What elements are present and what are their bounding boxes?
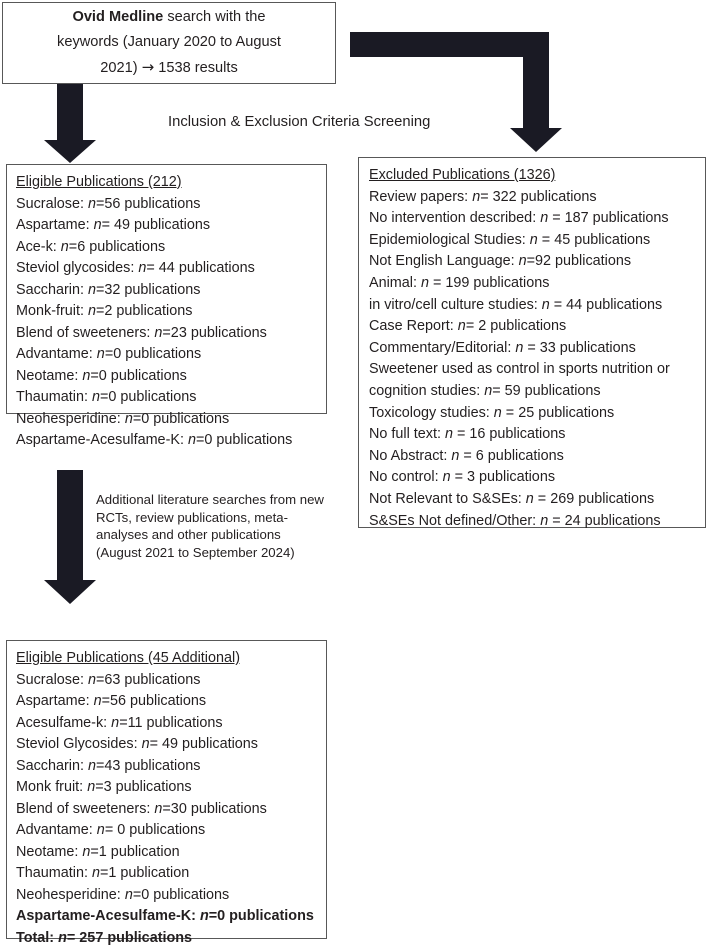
list-item: Not English Language: n=92 publications [369,251,696,273]
excluded-publications-box: Excluded Publications (1326) Review pape… [358,157,706,528]
list-item: Ace-k: n=6 publications [16,237,318,259]
list-item: Sweetener used as control in sports nutr… [369,359,696,402]
arrow-down-to-additional [44,470,96,604]
eligible-publications-box: Eligible Publications (212) Sucralose: n… [6,164,327,414]
list-item: Steviol glycosides: n= 44 publications [16,258,318,280]
list-item: Blend of sweeteners: n=23 publications [16,323,318,345]
list-item: Epidemiological Studies: n = 45 publicat… [369,230,696,252]
list-item: Neotame: n=0 publications [16,366,318,388]
list-item: Case Report: n= 2 publications [369,316,696,338]
list-item: Saccharin: n=32 publications [16,280,318,302]
list-item: Advantame: n=0 publications [16,344,318,366]
arrow-elbow-to-excluded [350,32,562,152]
list-item: Saccharin: n=43 publications [16,756,318,778]
list-item: Aspartame-Acesulfame-K: n=0 publications [16,906,318,928]
search-summary-line1: search with the [163,9,265,25]
list-item: Sucralose: n=56 publications [16,194,318,216]
list-item: Sucralose: n=63 publications [16,670,318,692]
list-item: Aspartame-Acesulfame-K: n=0 publications [16,430,318,452]
list-item: Neotame: n=1 publication [16,842,318,864]
screening-criteria-label: Inclusion & Exclusion Criteria Screening [168,114,430,130]
list-item: Monk fruit: n=3 publications [16,777,318,799]
list-item: Thaumatin: n=1 publication [16,863,318,885]
list-item: Review papers: n= 322 publications [369,187,696,209]
eligible-publications-title: Eligible Publications (212) [16,172,318,194]
list-item: Advantame: n= 0 publications [16,820,318,842]
arrow-down-to-eligible [44,84,96,163]
list-item: Animal: n = 199 publications [369,273,696,295]
search-summary-box: Ovid Medline search with the keywords (J… [2,2,336,84]
search-summary-line3-pre: 2021) [100,60,141,76]
list-item: Steviol Glycosides: n= 49 publications [16,734,318,756]
list-item: No full text: n = 16 publications [369,424,696,446]
list-item: in vitro/cell culture studies: n = 44 pu… [369,295,696,317]
list-item: Toxicology studies: n = 25 publications [369,403,696,425]
additional-eligible-title: Eligible Publications (45 Additional) [16,648,318,670]
list-item: Monk-fruit: n=2 publications [16,301,318,323]
list-item: Blend of sweeteners: n=30 publications [16,799,318,821]
additional-eligible-publications-box: Eligible Publications (45 Additional) Su… [6,640,327,939]
search-source-label: Ovid Medline [72,9,163,25]
list-item: Total: n= 257 publications [16,928,318,949]
list-item: Acesulfame-k: n=11 publications [16,713,318,735]
list-item: Commentary/Editorial: n = 33 publication… [369,338,696,360]
list-item: Aspartame: n= 49 publications [16,215,318,237]
additional-searches-note: Additional literature searches from new … [96,491,328,561]
right-arrow-icon: → [142,58,155,76]
list-item: Not Relevant to S&SEs: n = 269 publicati… [369,489,696,511]
list-item: Neohesperidine: n=0 publications [16,885,318,907]
list-item: No control: n = 3 publications [369,467,696,489]
search-summary-text: Ovid Medline search with the keywords (J… [57,5,281,81]
search-summary-line2: keywords (January 2020 to August [57,34,281,50]
list-item: Aspartame: n=56 publications [16,691,318,713]
list-item: S&SEs Not defined/Other: n = 24 publicat… [369,511,696,533]
search-results-count: 1538 results [154,60,238,76]
list-item: Thaumatin: n=0 publications [16,387,318,409]
excluded-publications-title: Excluded Publications (1326) [369,165,696,187]
list-item: No Abstract: n = 6 publications [369,446,696,468]
list-item: Neohesperidine: n=0 publications [16,409,318,431]
list-item: No intervention described: n = 187 publi… [369,208,696,230]
